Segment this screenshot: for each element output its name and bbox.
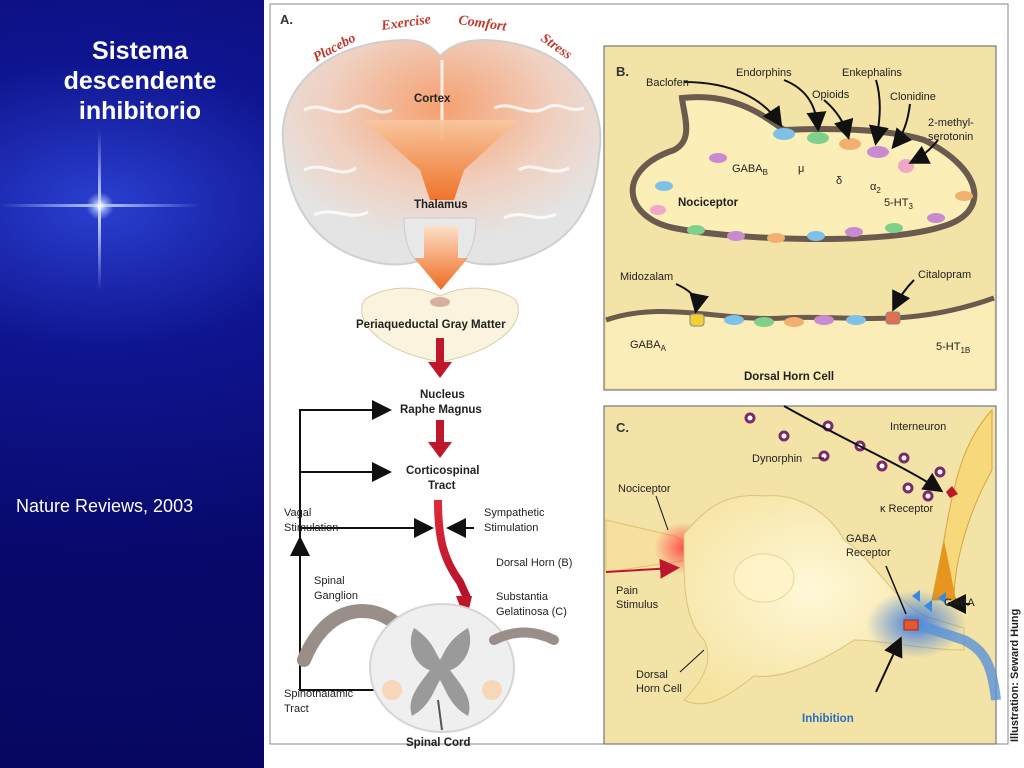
panel-c: C. Intern xyxy=(603,405,1001,745)
5ht1b-label: 5-HT1B xyxy=(936,341,970,355)
figure-illustration: A. Placebo Exercise Comfort Stress xyxy=(264,0,1024,768)
sympathetic-label-line1: Sympathetic xyxy=(484,507,545,519)
gaba-receptor-label-line1: GABA xyxy=(846,533,877,545)
spinal-cord-label: Spinal Cord xyxy=(406,737,471,749)
panel-b-tag: B. xyxy=(616,64,629,79)
midozalam-label: Midozalam xyxy=(620,271,673,283)
sg-label-line1: Substantia xyxy=(496,591,549,603)
pag-to-nrm-arrow xyxy=(428,338,452,378)
thalamus-to-pag-arrow xyxy=(414,226,468,290)
dynorphin-label: Dynorphin xyxy=(752,453,802,465)
mu-receptor-label: μ xyxy=(798,163,804,175)
sympathetic-label-line2: Stimulation xyxy=(484,522,538,534)
sparkle-star-icon xyxy=(86,192,114,220)
methyl-label-line2: serotonin xyxy=(928,131,973,143)
nociceptor-label-c: Nociceptor xyxy=(618,483,671,495)
opioids-label: Opioids xyxy=(812,89,850,101)
panel-a: A. Placebo Exercise Comfort Stress xyxy=(280,12,602,749)
nrm-to-cst-arrow xyxy=(428,420,452,458)
vagal-label-line1: Vagal xyxy=(284,507,311,519)
inhibition-label: Inhibition xyxy=(802,713,854,725)
dorsal-horn-cell-label-c-line2: Horn Cell xyxy=(636,683,682,695)
ganglion-label-line1: Spinal xyxy=(314,575,345,587)
dorsal-horn-cell-shape xyxy=(683,494,965,705)
cst-label-line1: Corticospinal xyxy=(406,465,479,477)
dorsal-horn-cell-label-b: Dorsal Horn Cell xyxy=(744,371,834,383)
gaba-receptor-label-line2: Receptor xyxy=(846,547,891,559)
panel-b: B. xyxy=(603,45,997,391)
cst-to-dorsal-horn-arrow xyxy=(434,499,472,602)
vagal-label-line2: Stimulation xyxy=(284,522,338,534)
nrm-label-line1: Nucleus xyxy=(420,389,465,401)
receptor-beads-b xyxy=(650,128,973,243)
spinal-ganglion-shape xyxy=(297,603,401,667)
clonidine-label: Clonidine xyxy=(890,91,936,103)
dynorphin-dots xyxy=(744,412,946,502)
gaba-label-c: GABA xyxy=(944,597,975,609)
5ht3-receptor-label: 5-HT3 xyxy=(884,197,913,211)
pain-stimulus-label-line2: Stimulus xyxy=(616,599,659,611)
arc-label-comfort: Comfort xyxy=(457,13,508,35)
panel-a-tag: A. xyxy=(280,12,293,27)
methyl-label-line1: 2-methyl- xyxy=(928,117,974,129)
thalamus-label: Thalamus xyxy=(414,199,468,211)
pag-shape xyxy=(361,287,519,363)
sg-label-line2: Gelatinosa (C) xyxy=(496,606,567,618)
arc-label-exercise: Exercise xyxy=(379,12,431,34)
left-title-panel: Sistema descendente inhibitorio Nature R… xyxy=(0,0,262,768)
alpha2-receptor-label: α2 xyxy=(870,181,881,195)
illustration-credit: Illustration: Seward Hung xyxy=(1009,609,1021,742)
stt-label-line2: Tract xyxy=(284,703,309,715)
citalopram-label: Citalopram xyxy=(918,269,971,281)
baclofen-label: Baclofen xyxy=(646,77,689,89)
receptor-beads-dh xyxy=(689,311,901,327)
dorsal-horn-cell-label-c-line1: Dorsal xyxy=(636,669,668,681)
kappa-receptor-label: κ Receptor xyxy=(880,503,934,515)
nrm-label-line2: Raphe Magnus xyxy=(400,404,482,416)
gaba-a-label: GABAA xyxy=(630,339,667,353)
dorsal-horn-label: Dorsal Horn (B) xyxy=(496,557,572,569)
panel-c-tag: C. xyxy=(616,420,629,435)
endorphins-label: Endorphins xyxy=(736,67,792,79)
gaba-b-label: GABAB xyxy=(732,163,768,177)
citation-text: Nature Reviews, 2003 xyxy=(16,496,194,516)
cortex-label: Cortex xyxy=(414,93,451,105)
slide-title: Sistema descendente inhibitorio xyxy=(63,37,217,125)
enkephalins-label: Enkephalins xyxy=(842,67,902,79)
ganglion-label-line2: Ganglion xyxy=(314,590,358,602)
nociceptor-label-b: Nociceptor xyxy=(678,197,739,209)
cortex-funnel-arrow xyxy=(364,120,519,200)
cst-label-line2: Tract xyxy=(428,480,456,492)
stt-label-line1: Spinothalamic xyxy=(284,688,354,700)
interneuron-label: Interneuron xyxy=(890,421,946,433)
delta-receptor-label: δ xyxy=(836,175,842,187)
spinal-gray-matter xyxy=(410,628,471,716)
gaba-molecules xyxy=(912,590,946,612)
pain-stimulus-label-line1: Pain xyxy=(616,585,638,597)
pag-label: Periaqueductal Gray Matter xyxy=(356,319,506,331)
figure-svg: A. Placebo Exercise Comfort Stress xyxy=(264,0,1024,768)
